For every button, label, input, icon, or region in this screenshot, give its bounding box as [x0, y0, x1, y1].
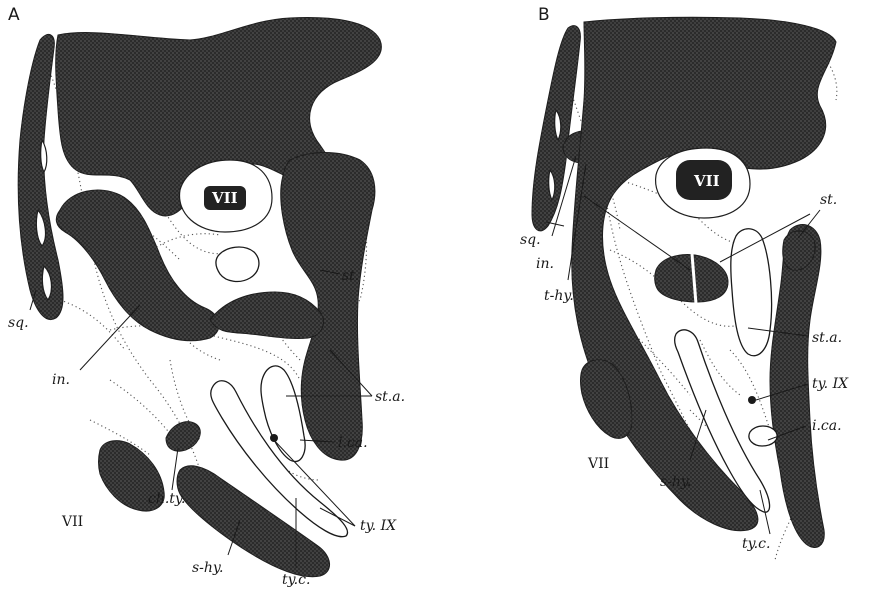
label-tyix-a: ty. IX: [360, 518, 397, 534]
label-shy-b: s-hy.: [660, 474, 691, 490]
stapedial-artery-b: [731, 229, 772, 356]
label-st-b: st.: [820, 192, 837, 208]
panel-b-letter: B: [538, 5, 550, 25]
panel-a-letter: A: [8, 5, 20, 25]
label-vii-lower-b: VII: [587, 456, 609, 472]
nerve-vii-label-b: VII: [693, 172, 720, 190]
label-thy-b: t-hy.: [544, 288, 574, 304]
label-sta-b: st.a.: [812, 330, 842, 346]
label-in-a: in.: [52, 372, 70, 388]
panel-a: A VII VII: [8, 5, 405, 588]
label-tyix-b: ty. IX: [812, 376, 849, 392]
label-ica-b: i.ca.: [812, 418, 842, 434]
stapes-crus-a: [210, 292, 324, 339]
label-tyc-a: ty.c.: [282, 572, 310, 588]
internal-carotid-b: [749, 426, 777, 446]
sq-bone-a-gap-1: [41, 140, 47, 172]
label-chty-a: ch.ty.: [148, 491, 185, 507]
chorda-tympani-a: [166, 422, 200, 452]
label-vii-lower-a: VII: [61, 514, 83, 530]
label-sq-b: sq.: [520, 232, 541, 248]
label-tyc-b: ty.c.: [742, 536, 770, 552]
label-sq-a: sq.: [8, 315, 29, 331]
label-sta-a: st.a.: [375, 389, 405, 405]
ty-ix-dot-b: [748, 396, 756, 404]
panel-b: B VII: [520, 5, 849, 560]
label-ica-a: i.ca.: [338, 435, 368, 451]
cartilage-fragment-a: [216, 247, 259, 281]
label-in-b: in.: [536, 256, 554, 272]
nerve-vii-label-a-fg: VII: [211, 189, 238, 207]
label-st-a: st.: [342, 268, 359, 284]
label-shy-a: s-hy.: [192, 560, 223, 576]
